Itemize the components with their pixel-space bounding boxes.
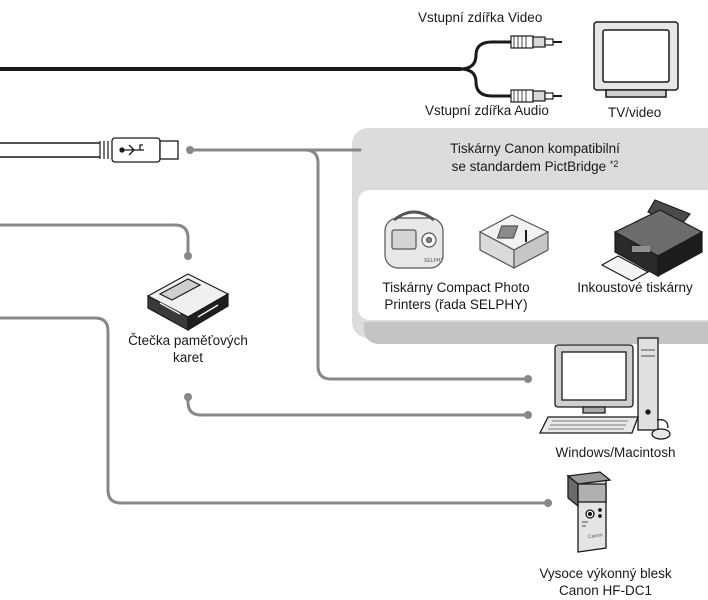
- computer-dot-1: [524, 375, 532, 383]
- pictbridge-footnote-mark: *2: [609, 159, 619, 169]
- video-input-label: Vstupní zdířka Video: [418, 10, 543, 25]
- computer-icon: [538, 337, 671, 440]
- pictbridge-title-line1: Tiskárny Canon kompatibilní: [450, 141, 620, 156]
- flash-label-line1: Vysoce výkonný blesk: [539, 566, 672, 581]
- flash-label-line2: Canon HF-DC1: [558, 583, 653, 598]
- flash-icon: Canon: [566, 471, 612, 553]
- pictbridge-title-text: se standardem PictBridge: [451, 159, 607, 174]
- reader-link-line: [0, 223, 190, 258]
- inkjet-printer-icon: [600, 199, 704, 282]
- tv-icon: [593, 21, 679, 98]
- reader-top-dot: [184, 252, 192, 260]
- selphy-label-line1: Tiskárny Compact Photo: [382, 280, 530, 295]
- pictbridge-title-line2: se standardem PictBridge *2: [360, 158, 708, 175]
- tv-video-label: TV/video: [608, 105, 662, 120]
- usb-connection-dot: [186, 146, 194, 154]
- reader-bottom-dot: [184, 393, 192, 401]
- flash-link-line: [0, 316, 550, 505]
- av-plug-video: [510, 35, 562, 49]
- inkjet-label: Inkoustové tiskárny: [577, 280, 693, 295]
- compact-photo-printer-icon: [478, 214, 550, 269]
- selphy-label-line2: Printers (řada SELPHY): [384, 297, 528, 312]
- card-reader-label-line2: karet: [172, 350, 203, 365]
- usb-plug: [99, 137, 179, 163]
- av-plug-audio: [510, 89, 562, 103]
- reader-to-computer-line: [186, 395, 530, 417]
- usb-to-computer-line: [191, 148, 530, 381]
- flash-brand: Canon: [588, 532, 604, 540]
- selphy-badge: SELPHY: [424, 258, 444, 264]
- computer-dot-2: [524, 411, 532, 419]
- usb-cable: [0, 142, 100, 158]
- card-reader-icon: [146, 273, 230, 332]
- av-cable: [0, 40, 514, 98]
- flash-dot: [544, 499, 552, 507]
- card-reader-label-line1: Čtečka paměťových: [128, 333, 248, 348]
- computer-label: Windows/Macintosh: [555, 445, 676, 460]
- audio-input-label: Vstupní zdířka Audio: [425, 103, 549, 118]
- pictbridge-panel-shadow: [364, 322, 708, 344]
- selphy-printer-icon: SELPHY: [384, 210, 444, 269]
